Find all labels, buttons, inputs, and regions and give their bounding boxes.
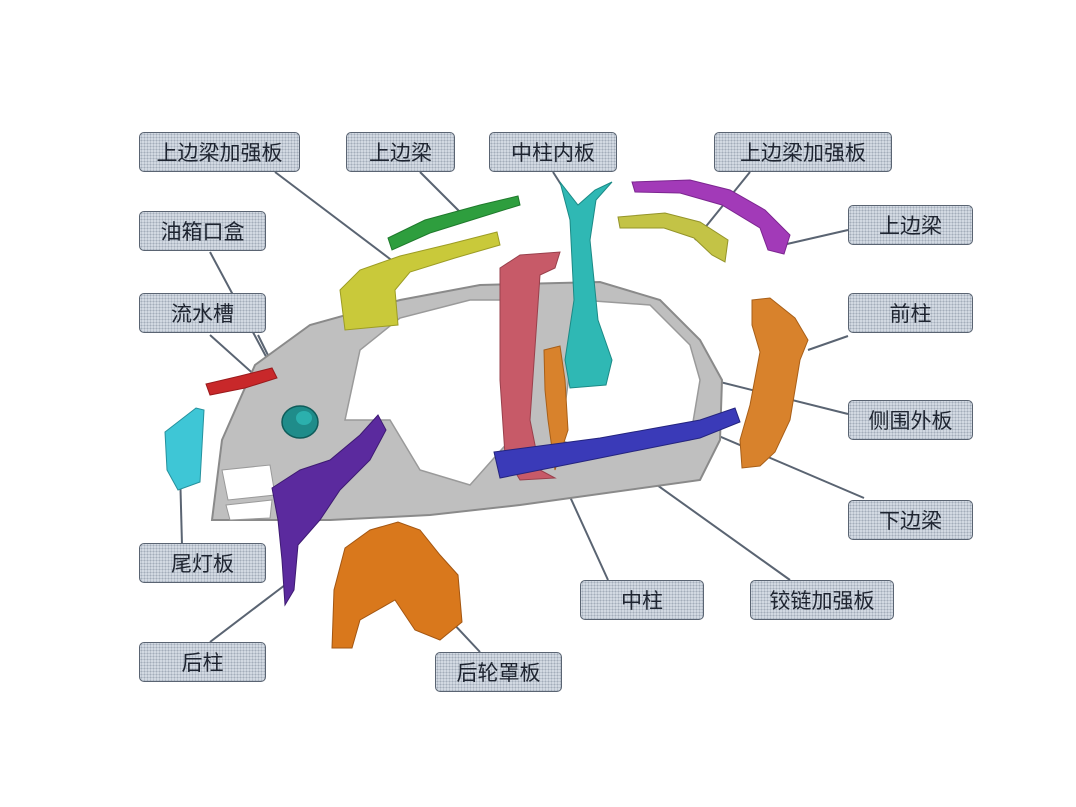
label-tail-lamp-panel: 尾灯板 [139, 543, 266, 583]
c-pillar-part [271, 414, 387, 607]
leader-upper-rail-reinforcement-rear [274, 171, 399, 266]
b-pillar-inner-part [559, 181, 613, 389]
upper-rail-rear-part [387, 195, 521, 251]
label-upper-rail-front: 上边梁 [848, 205, 973, 245]
rear-wheelhouse-part [331, 521, 463, 649]
label-rear-wheelhouse: 后轮罩板 [435, 652, 562, 692]
leader-c-pillar [209, 584, 286, 643]
label-c-pillar: 后柱 [139, 642, 266, 682]
label-fuel-filler-box: 油箱口盒 [139, 211, 266, 251]
upper-rail-front-part [631, 179, 791, 255]
tail-lamp-panel-part [164, 407, 205, 491]
upper-rail-reinforcement-front-part [617, 212, 729, 263]
rocker-part [493, 407, 741, 479]
upper-rail-reinforcement-rear-part [339, 231, 501, 331]
label-drain-channel: 流水槽 [139, 293, 266, 333]
drain-channel-part [205, 367, 278, 396]
label-upper-rail-reinforcement-rear: 上边梁加强板 [139, 132, 300, 172]
fuel-filler-box-part [281, 405, 319, 439]
label-upper-rail-reinforcement-front: 上边梁加强板 [714, 132, 892, 172]
b-pillar-part [499, 251, 561, 481]
leader-upper-rail-rear [419, 171, 461, 213]
label-hinge-reinforcement: 铰链加强板 [750, 580, 894, 620]
label-b-pillar-inner: 中柱内板 [489, 132, 617, 172]
leader-a-pillar [807, 335, 849, 351]
leader-upper-rail-front [786, 229, 849, 245]
leader-rocker [699, 427, 865, 499]
leader-drain-channel-a [209, 334, 259, 379]
label-upper-rail-rear: 上边梁 [346, 132, 455, 172]
label-body-side-outer: 侧围外板 [848, 400, 973, 440]
label-a-pillar: 前柱 [848, 293, 973, 333]
label-rocker: 下边梁 [848, 500, 973, 540]
label-b-pillar: 中柱 [580, 580, 704, 620]
a-pillar-part [739, 297, 809, 469]
